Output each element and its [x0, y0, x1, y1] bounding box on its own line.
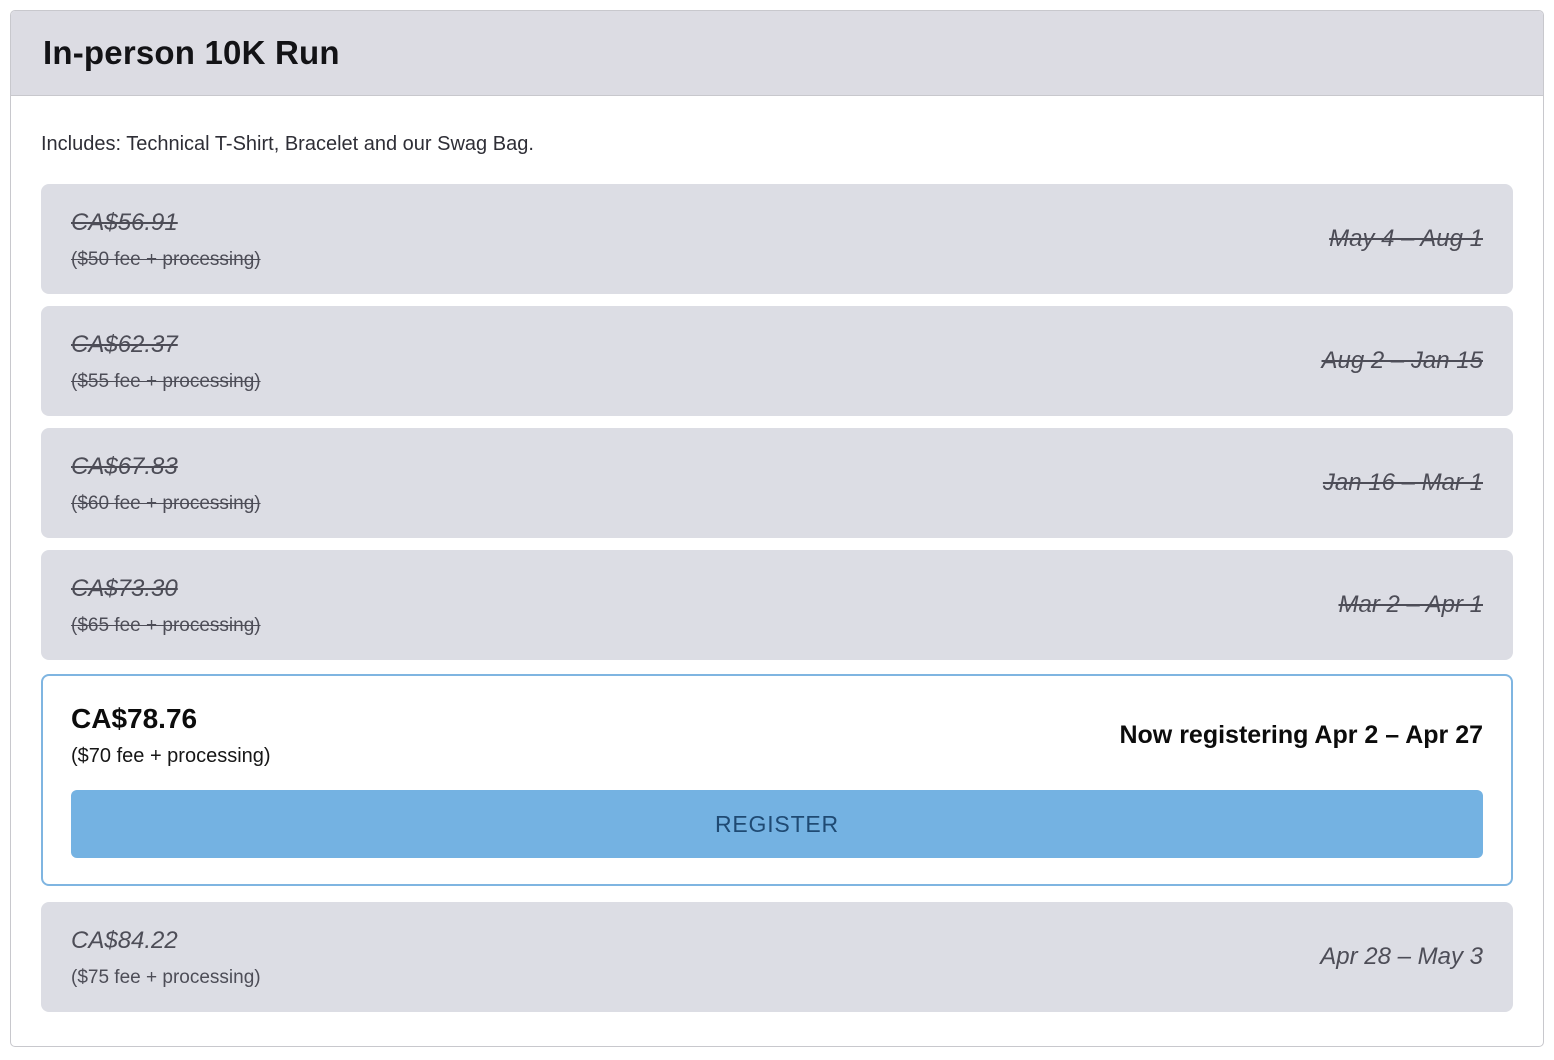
pricing-panel: In-person 10K Run Includes: Technical T-… [10, 10, 1544, 1047]
tier-price: CA$78.76 [71, 703, 198, 734]
tier-row: CA$84.22 ($75 fee + processing) Apr 28 –… [41, 902, 1513, 1012]
panel-body: Includes: Technical T-Shirt, Bracelet an… [11, 130, 1543, 1046]
active-tier-info: CA$78.76 ($70 fee + processing) Now regi… [71, 700, 1483, 770]
tier-fee: ($60 fee + processing) [71, 492, 261, 514]
tier-fee: ($65 fee + processing) [71, 614, 261, 636]
tier-dates: Apr 28 – May 3 [1320, 943, 1483, 970]
tier-row: CA$56.91 ($50 fee + processing) May 4 – … [41, 184, 1513, 294]
tier-fee: ($70 fee + processing) [71, 745, 271, 767]
tier-price: CA$84.22 [71, 926, 178, 954]
tier-price-block: CA$56.91 ($50 fee + processing) [71, 206, 261, 273]
tier-dates: Jan 16 – Mar 1 [1322, 469, 1483, 496]
tier-price-block: CA$84.22 ($75 fee + processing) [71, 924, 261, 991]
tier-dates: Now registering Apr 2 – Apr 27 [1119, 720, 1483, 749]
active-tier-card: CA$78.76 ($70 fee + processing) Now regi… [41, 674, 1513, 886]
tier-list: CA$56.91 ($50 fee + processing) May 4 – … [41, 184, 1513, 1012]
tier-fee: ($55 fee + processing) [71, 370, 261, 392]
tier-row: CA$67.83 ($60 fee + processing) Jan 16 –… [41, 428, 1513, 538]
tier-price: CA$56.91 [71, 208, 178, 236]
tier-price: CA$67.83 [71, 452, 178, 480]
panel-header: In-person 10K Run [11, 11, 1543, 96]
tier-dates: Mar 2 – Apr 1 [1338, 591, 1483, 618]
tier-price-block: CA$78.76 ($70 fee + processing) [71, 700, 271, 770]
includes-description: Includes: Technical T-Shirt, Bracelet an… [41, 133, 534, 155]
panel-title: In-person 10K Run [43, 34, 340, 71]
register-button[interactable]: REGISTER [71, 790, 1483, 858]
tier-dates: May 4 – Aug 1 [1329, 225, 1483, 252]
tier-fee: ($75 fee + processing) [71, 966, 261, 988]
tier-row: CA$62.37 ($55 fee + processing) Aug 2 – … [41, 306, 1513, 416]
tier-price: CA$73.30 [71, 574, 178, 602]
tier-fee: ($50 fee + processing) [71, 248, 261, 270]
tier-price: CA$62.37 [71, 330, 178, 358]
tier-price-block: CA$62.37 ($55 fee + processing) [71, 328, 261, 395]
tier-row: CA$73.30 ($65 fee + processing) Mar 2 – … [41, 550, 1513, 660]
tier-price-block: CA$67.83 ($60 fee + processing) [71, 450, 261, 517]
tier-price-block: CA$73.30 ($65 fee + processing) [71, 572, 261, 639]
tier-dates: Aug 2 – Jan 15 [1321, 347, 1483, 374]
